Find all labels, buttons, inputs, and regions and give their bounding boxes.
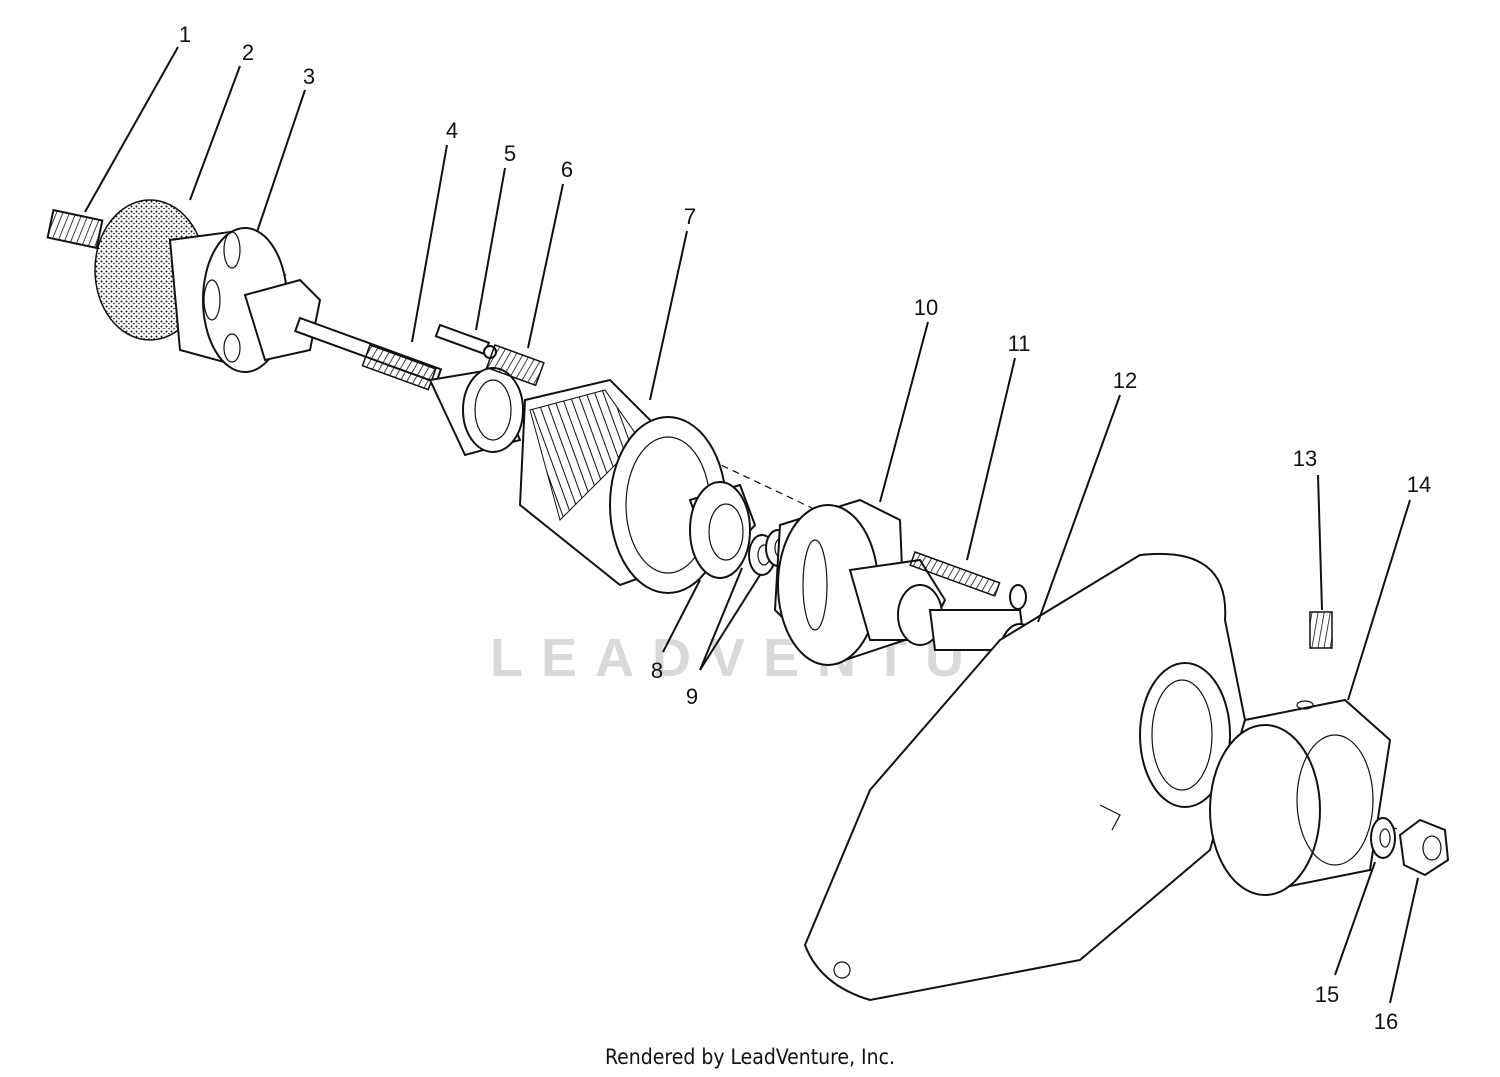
part-15-washer — [1370, 817, 1396, 859]
part-7-toothed-pulley — [518, 378, 757, 594]
callout-6: 6 — [561, 157, 573, 182]
callout-15: 15 — [1315, 982, 1339, 1007]
callout-10: 10 — [914, 295, 938, 320]
part-14-collar — [1209, 698, 1392, 896]
callout-8: 8 — [651, 658, 663, 683]
callout-14: 14 — [1407, 472, 1431, 497]
part-6-spring — [485, 344, 545, 387]
callout-7: 7 — [684, 204, 696, 229]
callout-2: 2 — [242, 40, 254, 65]
callout-9: 9 — [686, 684, 698, 709]
part-11-bolt — [909, 551, 1027, 610]
callout-5: 5 — [504, 141, 516, 166]
callout-3: 3 — [303, 64, 315, 89]
part-16-nut — [1398, 818, 1450, 877]
callout-4: 4 — [446, 118, 458, 143]
part-13-set-screw — [1309, 611, 1333, 649]
part-4-bushing — [428, 367, 524, 457]
part-10-idler-housing — [773, 498, 1027, 667]
part-5-pin — [434, 323, 497, 359]
callout-16: 16 — [1374, 1009, 1398, 1034]
part-3-hub — [168, 227, 443, 391]
callout-13: 13 — [1293, 446, 1317, 471]
footer-credit: Rendered by LeadVenture, Inc. — [605, 1045, 895, 1069]
callout-numbers: 1 2 3 4 5 6 7 8 9 10 11 12 13 14 15 16 — [179, 22, 1431, 1034]
leader-lines — [84, 46, 1419, 1004]
callout-12: 12 — [1113, 368, 1137, 393]
part-1-stud — [46, 208, 104, 250]
callout-11: 11 — [1008, 331, 1031, 356]
callout-1: 1 — [179, 22, 191, 47]
